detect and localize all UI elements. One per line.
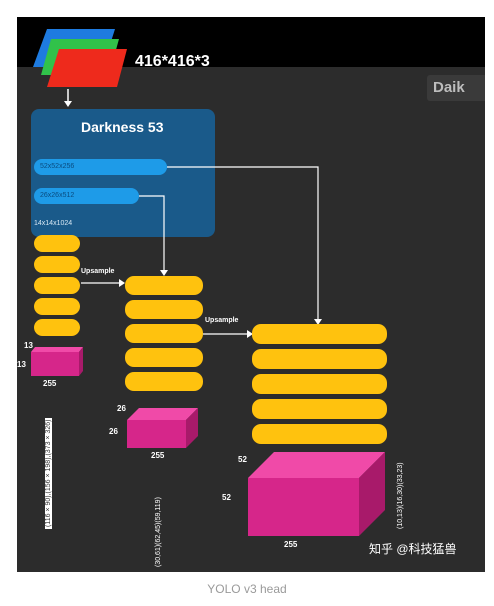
figure-caption: YOLO v3 head (207, 582, 287, 596)
diagram-frame: Daik 416*416*3 Darkness (17, 17, 485, 572)
output-52-top (248, 452, 385, 478)
output-26-side (186, 408, 198, 448)
output-13-depth-label: 255 (43, 379, 57, 388)
output-13-width-label: 13 (17, 360, 26, 369)
output-13-anchors: (116 × 90),(156 × 198),(373 × 326) (45, 417, 52, 529)
conv-block (34, 235, 80, 252)
watermark: 知乎 @科技猛兽 (369, 542, 457, 556)
route-52-line (167, 166, 319, 319)
output-52-side-label: 52 (222, 493, 231, 502)
upsample-1-arrowhead (119, 279, 125, 287)
output-26-anchors: (30,61)(62,45)(59,119) (155, 497, 162, 567)
input-layer-red (47, 49, 127, 87)
conv-block (34, 256, 80, 273)
upsample-label-2: Upsample (205, 317, 239, 324)
output-26-front (127, 420, 186, 448)
conv-block (125, 324, 203, 343)
output-52-front (248, 478, 359, 536)
output-52-side (359, 452, 385, 536)
route-52-arrowhead (314, 319, 322, 325)
output-52-anchors: (10,13)(16,30)(33,23) (397, 462, 404, 529)
feature-14-label: 14x14x1024 (34, 220, 73, 227)
output-13-side (79, 347, 83, 376)
output-26-top-label: 26 (117, 404, 126, 413)
conv-block (252, 399, 387, 419)
conv-block (252, 324, 387, 344)
output-13-height-label: 13 (24, 341, 33, 350)
conv-block (125, 276, 203, 295)
output-26-side-label: 26 (109, 427, 118, 436)
backbone-title: Darkness 53 (81, 119, 164, 135)
output-52-top-label: 52 (238, 455, 247, 464)
output-26-depth-label: 255 (151, 451, 165, 460)
upsample-2-arrowhead (247, 330, 253, 338)
input-size-label: 416*416*3 (135, 53, 210, 70)
corner-logo: Daik (427, 75, 485, 101)
conv-block (252, 374, 387, 394)
corner-logo-text: Daik (433, 79, 465, 96)
conv-block (252, 424, 387, 444)
output-13-top (31, 347, 83, 352)
feature-26-pill: 26x26x512 (34, 188, 139, 204)
conv-block (34, 298, 80, 315)
route-26-arrowhead (160, 270, 168, 276)
output-26-top (127, 408, 198, 420)
conv-block (125, 348, 203, 367)
conv-block (125, 300, 203, 319)
route-26-line (139, 195, 165, 270)
feature-52-pill: 52x52x256 (34, 159, 167, 175)
conv-block (34, 319, 80, 336)
output-13-front (31, 352, 79, 376)
output-52-depth-label: 255 (284, 540, 298, 549)
diagram-svg (31, 29, 385, 536)
conv-block (125, 372, 203, 391)
conv-block (34, 277, 80, 294)
arrowhead-input-backbone (64, 101, 72, 107)
conv-block (252, 349, 387, 369)
upsample-label-1: Upsample (81, 268, 115, 275)
